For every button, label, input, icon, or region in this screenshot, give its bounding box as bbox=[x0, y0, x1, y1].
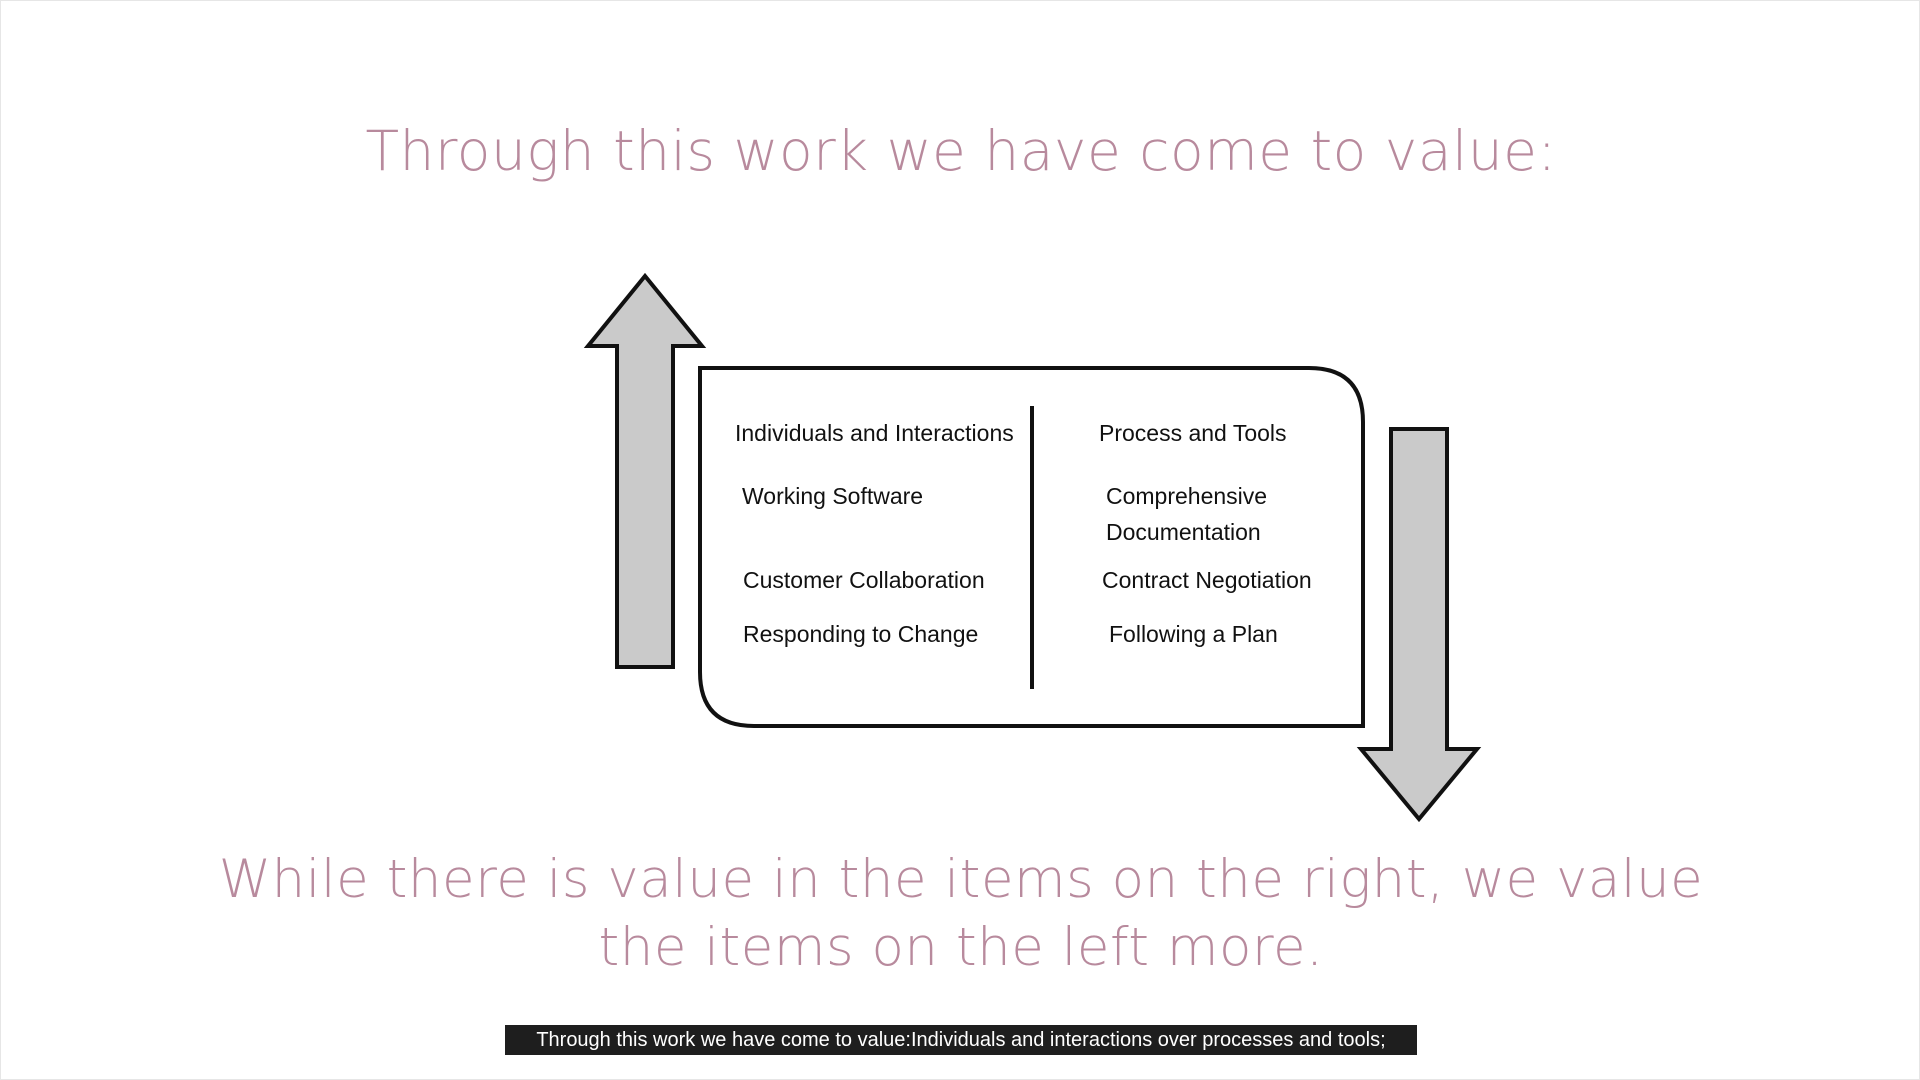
left-item-working-software: Working Software bbox=[742, 483, 924, 509]
up-arrow-icon bbox=[583, 272, 707, 669]
right-item-following-a-plan: Following a Plan bbox=[1109, 621, 1278, 647]
slide-title: Through this work we have come to value: bbox=[365, 119, 1557, 183]
right-item-contract-negotiation: Contract Negotiation bbox=[1102, 567, 1312, 593]
left-item-customer-collaboration: Customer Collaboration bbox=[743, 567, 985, 593]
slide-conclusion-line-1: While there is value in the items on the… bbox=[218, 849, 1704, 910]
down-arrow-icon bbox=[1356, 427, 1482, 823]
left-item-individuals: Individuals and Interactions bbox=[735, 420, 1014, 446]
right-item-comprehensive-documentation: Comprehensive Documentation bbox=[1106, 483, 1268, 545]
slide-conclusion-line-2: the items on the left more. bbox=[598, 917, 1324, 978]
slide-conclusion: While there is value in the items on the… bbox=[1, 846, 1919, 982]
caption-text: Through this work we have come to value:… bbox=[536, 1028, 1386, 1051]
right-item-process-and-tools: Process and Tools bbox=[1099, 420, 1287, 446]
left-item-responding-to-change: Responding to Change bbox=[743, 621, 979, 647]
caption-bar: Through this work we have come to value:… bbox=[505, 1025, 1417, 1055]
